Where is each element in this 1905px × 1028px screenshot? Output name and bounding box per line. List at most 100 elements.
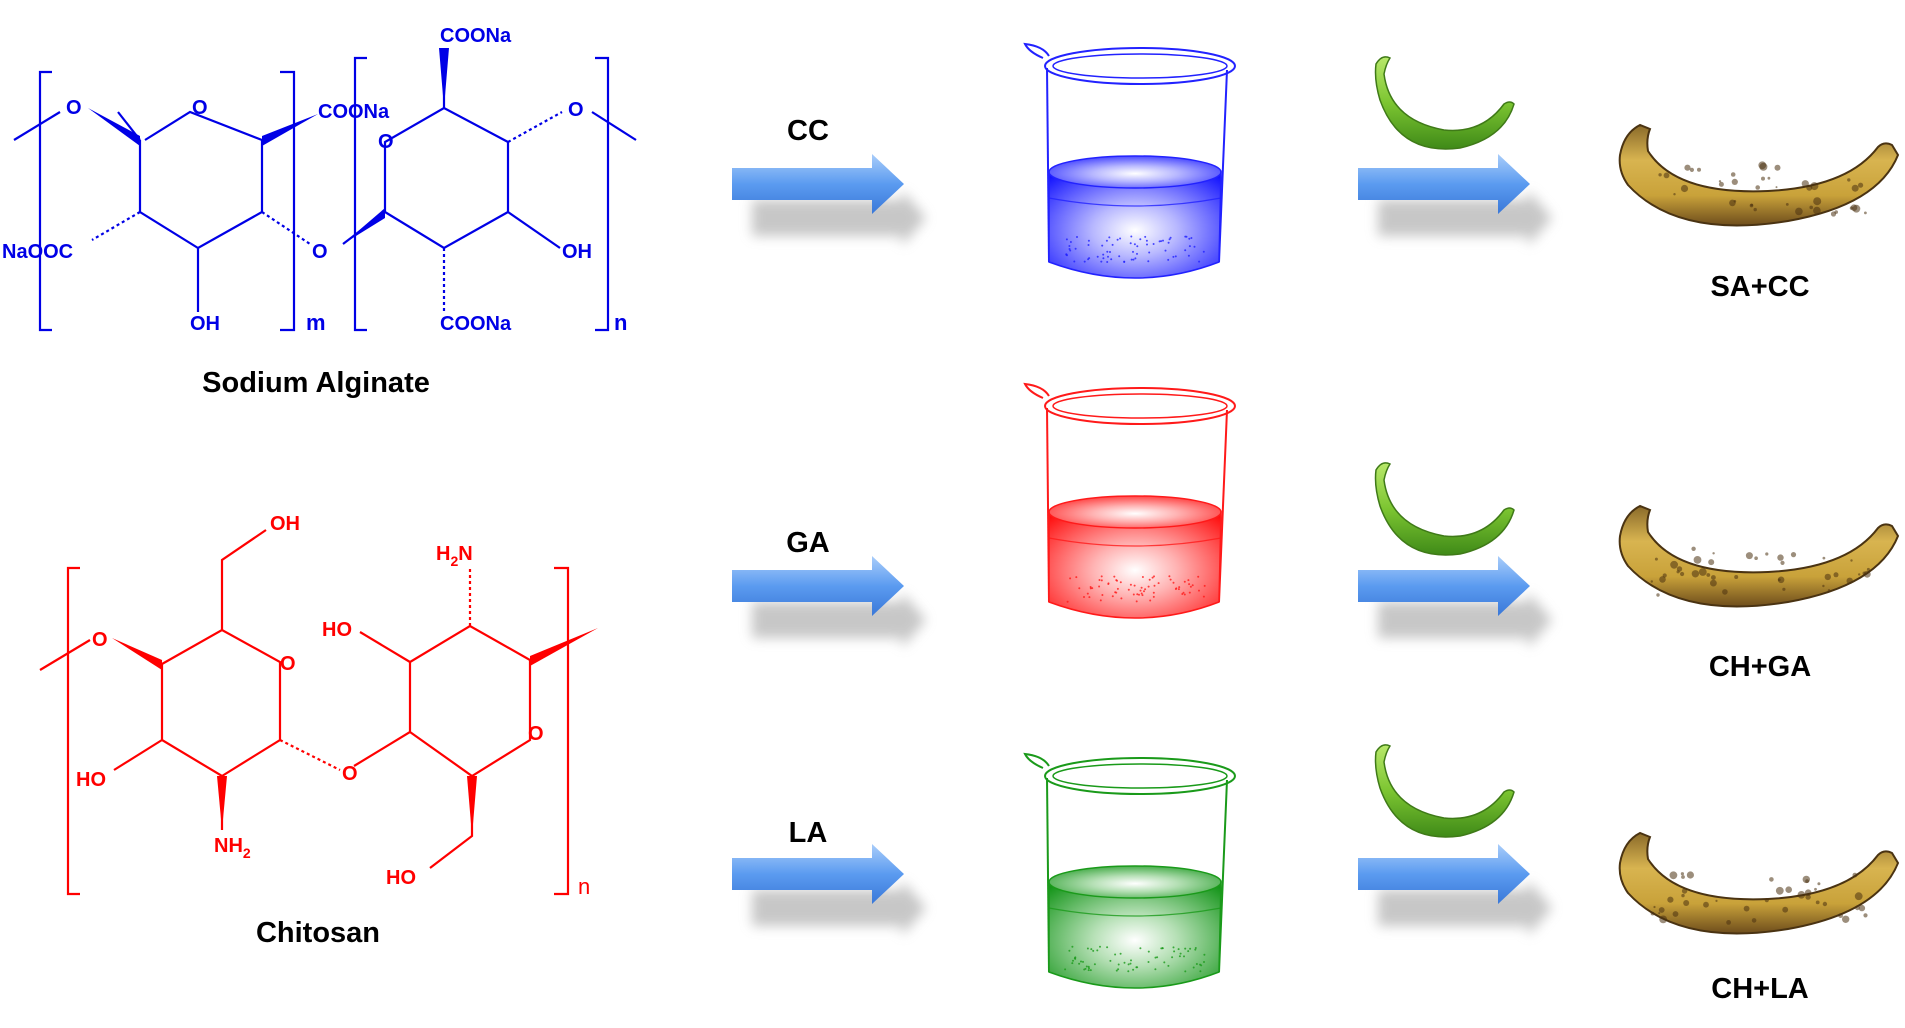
beaker-sediment bbox=[1139, 947, 1141, 949]
beaker-sediment bbox=[1134, 257, 1136, 259]
banana-spot bbox=[1684, 165, 1690, 171]
banana-spot bbox=[1858, 183, 1863, 188]
beaker-sediment bbox=[1090, 948, 1092, 950]
beaker-sediment bbox=[1139, 238, 1141, 240]
beaker-sediment bbox=[1086, 966, 1088, 968]
beaker-spout bbox=[1025, 754, 1049, 768]
banana-spot bbox=[1670, 561, 1678, 569]
banana-spot bbox=[1806, 185, 1812, 191]
beaker-sediment bbox=[1108, 236, 1110, 238]
banana-spot bbox=[1754, 208, 1757, 211]
banana-spot bbox=[1823, 902, 1827, 906]
beaker-sediment bbox=[1073, 261, 1075, 263]
ripe-banana bbox=[1620, 125, 1898, 226]
beaker-rim-inner bbox=[1053, 54, 1227, 78]
sa-coona-top: COONa bbox=[440, 25, 512, 47]
sa-wedge bbox=[439, 48, 449, 108]
beaker-rim-inner bbox=[1053, 764, 1227, 788]
banana-spot bbox=[1658, 173, 1661, 176]
beaker-sediment bbox=[1153, 596, 1155, 598]
beaker-sediment bbox=[1130, 236, 1132, 238]
ch-h2n-h: H bbox=[436, 543, 450, 565]
beaker-sediment bbox=[1087, 948, 1089, 950]
reagent-label: GA bbox=[786, 527, 830, 559]
beaker-spout bbox=[1025, 384, 1049, 398]
banana-spot bbox=[1659, 916, 1667, 924]
banana-spot bbox=[1805, 894, 1810, 899]
beaker-sediment bbox=[1160, 947, 1162, 949]
sa-coona-bottom: COONa bbox=[440, 313, 512, 335]
banana-spot bbox=[1780, 561, 1784, 565]
beaker-sediment bbox=[1156, 956, 1158, 958]
beaker-liquid-surface bbox=[1049, 156, 1221, 188]
beaker-sediment bbox=[1148, 586, 1150, 588]
sa-sub-m: m bbox=[306, 310, 326, 335]
banana-spot bbox=[1864, 571, 1871, 578]
beaker-sediment bbox=[1153, 575, 1155, 577]
result-label: CH+GA bbox=[1709, 651, 1811, 683]
green-banana-body bbox=[1376, 57, 1515, 149]
beaker-sediment bbox=[1204, 585, 1206, 587]
beaker-sediment bbox=[1118, 255, 1120, 257]
ch-nh2: NH2 bbox=[214, 835, 251, 861]
beaker-liquid-surface bbox=[1049, 496, 1221, 528]
beaker-sediment bbox=[1118, 964, 1120, 966]
banana-spot bbox=[1768, 177, 1771, 180]
beaker-sediment bbox=[1165, 250, 1167, 252]
beaker-sediment bbox=[1188, 583, 1190, 585]
beaker-sediment bbox=[1198, 590, 1200, 592]
beaker-sediment bbox=[1088, 240, 1090, 242]
banana-spot bbox=[1750, 204, 1754, 208]
beaker-sediment bbox=[1094, 963, 1096, 965]
beaker-sediment bbox=[1180, 953, 1182, 955]
beaker-sediment bbox=[1187, 950, 1189, 952]
process-row-ga: GA CH+GA bbox=[732, 384, 1898, 683]
ch-h2n-n: N bbox=[458, 543, 472, 565]
banana-spot bbox=[1682, 888, 1687, 893]
beaker-sediment bbox=[1141, 587, 1143, 589]
ch-bond bbox=[222, 530, 266, 630]
arrow-to-banana bbox=[1358, 556, 1552, 648]
ch-bracket-right bbox=[554, 568, 568, 894]
beaker-sediment bbox=[1175, 255, 1177, 257]
beaker-sediment bbox=[1167, 259, 1169, 261]
ch-wedge bbox=[467, 776, 477, 836]
sa-bracket-right-1 bbox=[280, 72, 294, 330]
beaker-sediment bbox=[1144, 588, 1146, 590]
banana-spot bbox=[1664, 173, 1670, 179]
beaker-sediment bbox=[1090, 969, 1092, 971]
beaker-sediment bbox=[1184, 581, 1186, 583]
banana-spot bbox=[1851, 204, 1858, 211]
banana-spot bbox=[1855, 905, 1860, 910]
beaker-sediment bbox=[1179, 955, 1181, 957]
banana-spot bbox=[1752, 918, 1757, 923]
banana-spot bbox=[1765, 898, 1769, 902]
banana-spot bbox=[1813, 197, 1821, 205]
beaker-sediment bbox=[1135, 966, 1137, 968]
beaker-sediment bbox=[1130, 959, 1132, 961]
beaker-sediment bbox=[1076, 236, 1078, 238]
beaker-sediment bbox=[1167, 965, 1169, 967]
ch-bond bbox=[360, 632, 410, 662]
beaker-sediment bbox=[1088, 969, 1090, 971]
sa-bracket-right-2 bbox=[595, 58, 608, 330]
banana-spot bbox=[1729, 200, 1736, 207]
sa-bond-hashed bbox=[262, 212, 310, 244]
beaker-sediment bbox=[1144, 236, 1146, 238]
beaker-sediment bbox=[1120, 597, 1122, 599]
beaker-sediment bbox=[1101, 575, 1103, 577]
banana-spot bbox=[1867, 568, 1870, 571]
banana-spot bbox=[1734, 575, 1738, 579]
banana-spot bbox=[1691, 547, 1695, 551]
beaker-sediment bbox=[1130, 242, 1132, 244]
beaker-sediment bbox=[1154, 968, 1156, 970]
beaker-sediment bbox=[1186, 236, 1188, 238]
beaker-sediment bbox=[1183, 955, 1185, 957]
banana-spot bbox=[1785, 886, 1792, 893]
banana-spot bbox=[1864, 212, 1867, 215]
banana-spot bbox=[1673, 193, 1675, 195]
banana-spot bbox=[1732, 179, 1738, 185]
beaker-sediment bbox=[1120, 581, 1122, 583]
beaker-sediment bbox=[1173, 946, 1175, 948]
